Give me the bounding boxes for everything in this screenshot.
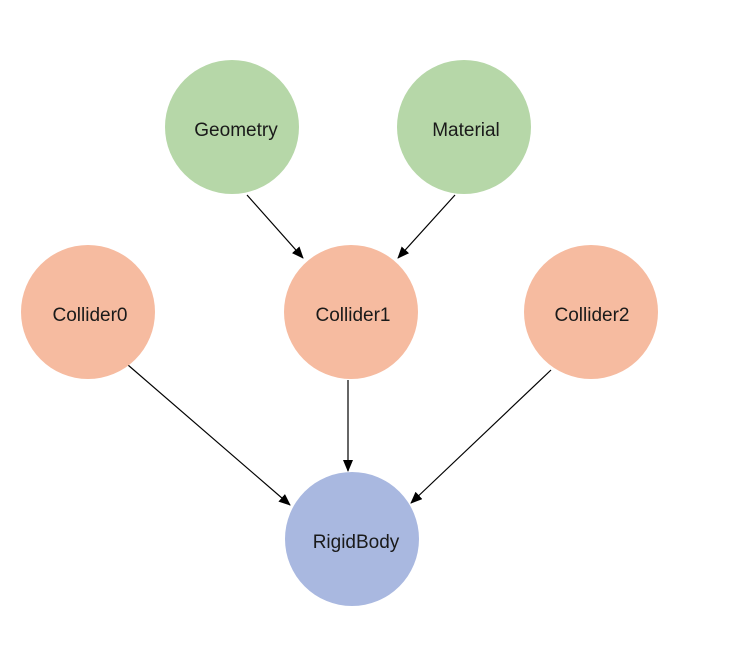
node-collider1-label: Collider1	[316, 305, 391, 326]
edge-geometry-to-collider1	[246, 194, 304, 259]
node-collider2-circle	[524, 245, 658, 379]
node-collider0-circle	[21, 245, 155, 379]
node-material-circle	[397, 60, 531, 194]
node-material-label: Material	[432, 120, 500, 141]
edges	[127, 194, 552, 506]
node-rigidbody-label: RigidBody	[313, 532, 400, 553]
edge-material-to-collider1	[397, 194, 456, 259]
node-collider0-label: Collider0	[53, 305, 128, 326]
node-geometry-circle	[165, 60, 299, 194]
node-collider0: Collider0	[21, 245, 155, 379]
edge-collider2-to-rigidbody	[410, 369, 552, 504]
node-geometry: Geometry	[165, 60, 299, 194]
node-geometry-label: Geometry	[194, 120, 278, 141]
node-material: Material	[397, 60, 531, 194]
nodes: Geometry Material Collider0 Collider1 Co…	[21, 60, 658, 606]
node-rigidbody-circle	[285, 472, 419, 606]
node-collider2: Collider2	[524, 245, 658, 379]
node-collider1-circle	[284, 245, 418, 379]
node-collider2-label: Collider2	[555, 305, 630, 326]
node-collider1: Collider1	[284, 245, 418, 379]
edge-collider0-to-rigidbody	[127, 364, 291, 506]
node-rigidbody: RigidBody	[285, 472, 419, 606]
